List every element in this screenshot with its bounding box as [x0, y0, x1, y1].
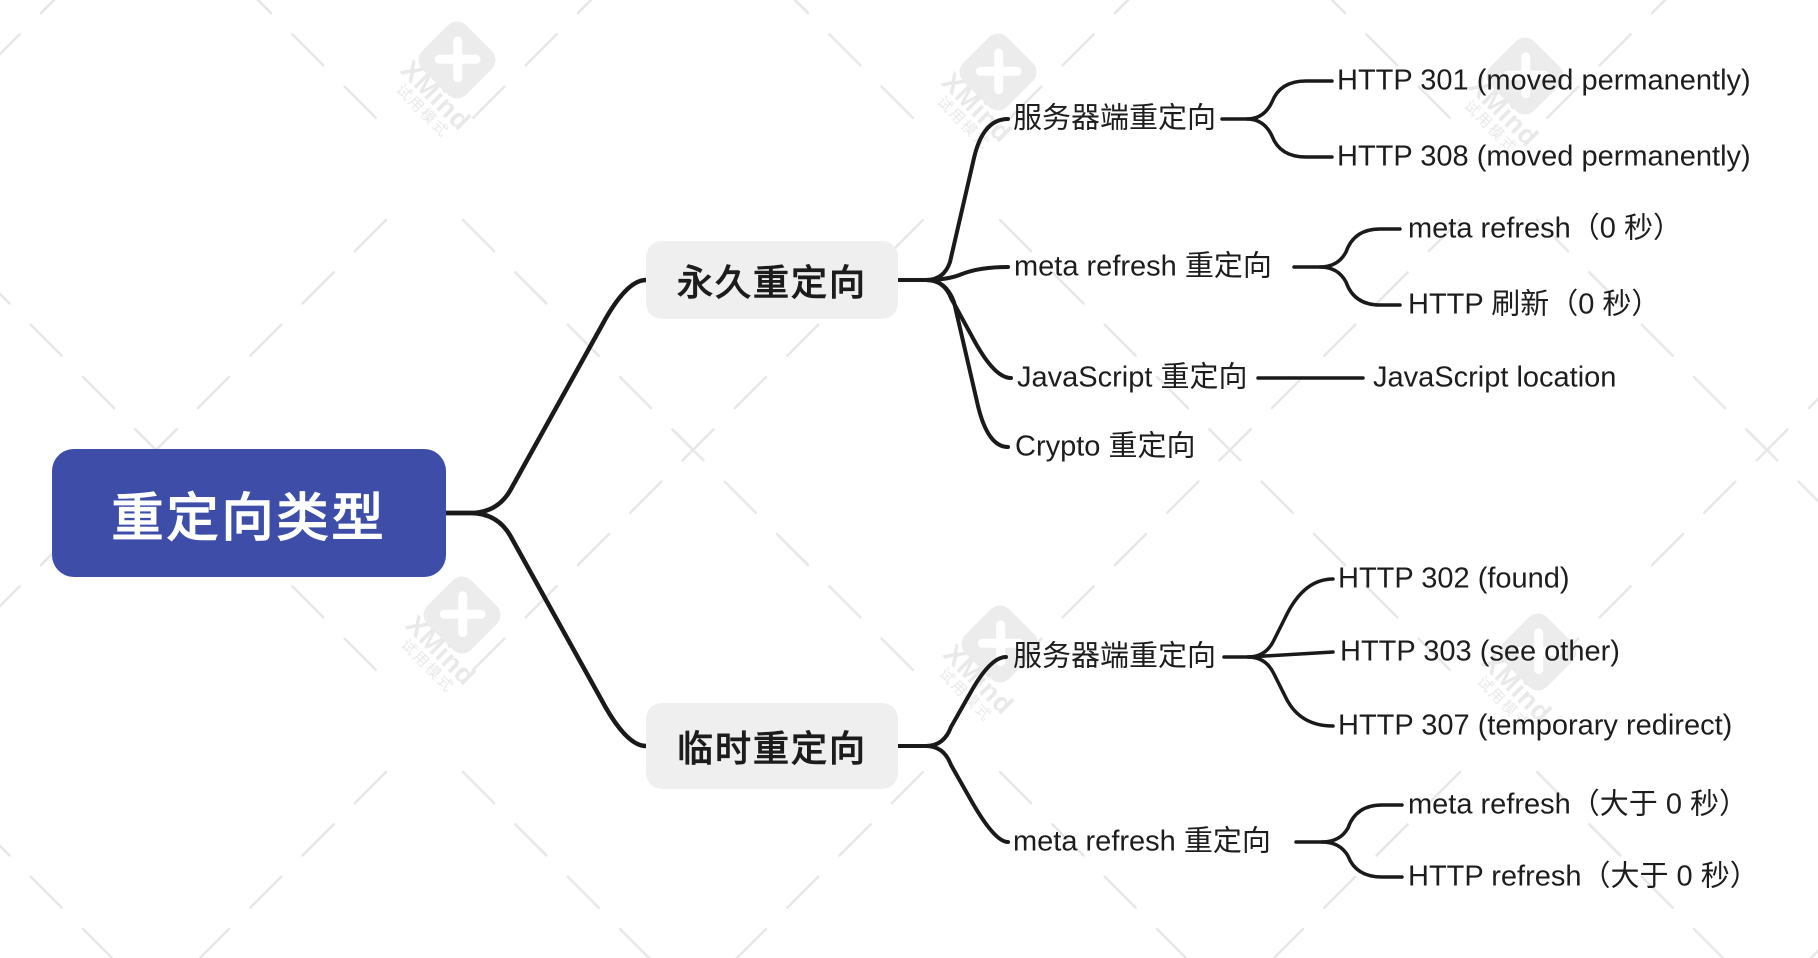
topic-meta-refresh-redirect-permanent[interactable]: meta refresh 重定向 [1014, 250, 1272, 283]
topic-http-307[interactable]: HTTP 307 (temporary redirect) [1338, 709, 1733, 742]
topic-redirect-types[interactable]: 重定向类型 [52, 449, 446, 577]
topic-permanent-redirect[interactable]: 永久重定向 [646, 241, 898, 319]
topic-http-308[interactable]: HTTP 308 (moved permanently) [1337, 140, 1751, 173]
topic-javascript-location[interactable]: JavaScript location [1373, 361, 1617, 394]
topic-server-side-redirect-permanent[interactable]: 服务器端重定向 [1013, 102, 1217, 135]
topic-meta-refresh-gt0s[interactable]: meta refresh（大于 0 秒） [1408, 788, 1749, 821]
topic-crypto-redirect[interactable]: Crypto 重定向 [1015, 430, 1196, 463]
topic-http-303[interactable]: HTTP 303 (see other) [1340, 635, 1620, 668]
topic-temporary-redirect[interactable]: 临时重定向 [646, 703, 898, 789]
topic-http-301[interactable]: HTTP 301 (moved permanently) [1337, 64, 1751, 97]
topic-http-refresh-0s[interactable]: HTTP 刷新（0 秒） [1408, 288, 1661, 321]
topic-http-302[interactable]: HTTP 302 (found) [1338, 562, 1570, 595]
topic-server-side-redirect-temporary[interactable]: 服务器端重定向 [1013, 640, 1217, 673]
topic-meta-refresh-0s[interactable]: meta refresh（0 秒） [1408, 212, 1682, 245]
topic-http-refresh-gt0s[interactable]: HTTP refresh（大于 0 秒） [1408, 860, 1759, 893]
topic-javascript-redirect[interactable]: JavaScript 重定向 [1017, 361, 1248, 394]
topic-meta-refresh-redirect-temporary[interactable]: meta refresh 重定向 [1013, 825, 1271, 858]
